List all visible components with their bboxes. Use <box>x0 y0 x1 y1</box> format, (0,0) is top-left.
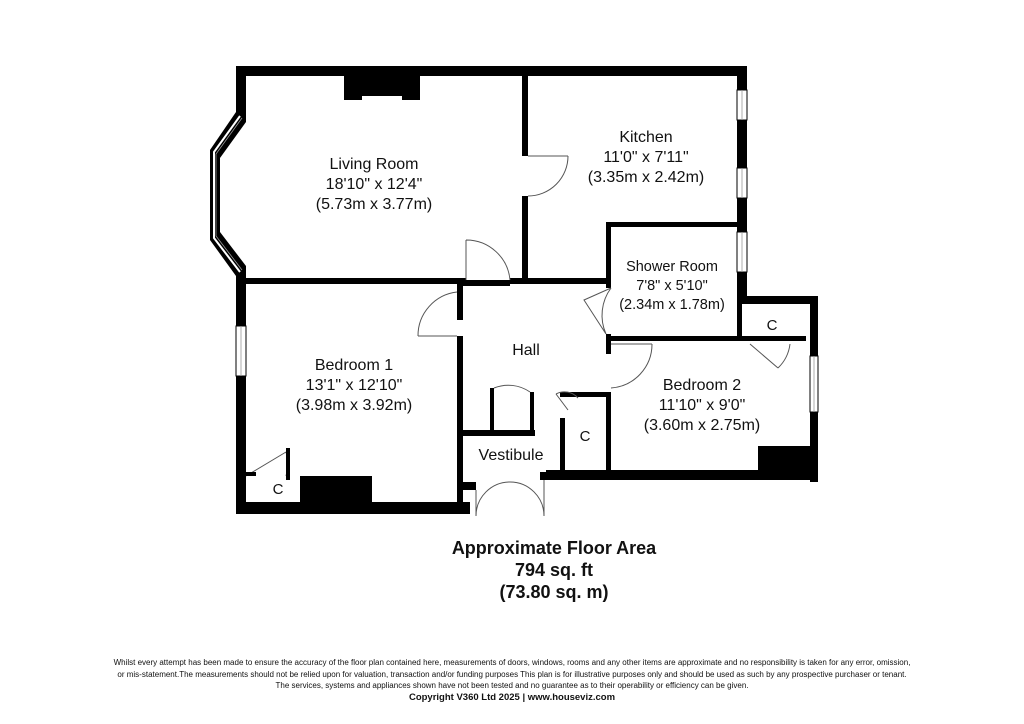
living-room-metric: (5.73m x 3.77m) <box>316 196 432 213</box>
closet-walls <box>246 448 290 480</box>
disclaimer-line-2: or mis-statement.The measurements should… <box>117 669 907 679</box>
disclaimer-line-1: Whilst every attempt has been made to en… <box>113 658 911 667</box>
bedroom-1-name: Bedroom 1 <box>315 357 393 374</box>
hall-name: Hall <box>512 342 540 359</box>
kitchen-name: Kitchen <box>619 129 672 146</box>
disclaimer: Whilst every attempt has been made to en… <box>40 657 984 692</box>
kitchen-imperial: 11'0" x 7'11" <box>603 149 688 166</box>
shower-room-name: Shower Room <box>626 259 718 275</box>
floor-area-sq-ft: 794 sq. ft <box>514 560 594 580</box>
bay-window <box>210 112 246 276</box>
floor-area-title: Approximate Floor Area <box>451 538 657 558</box>
walls <box>236 66 818 514</box>
bedroom-1-metric: (3.98m x 3.92m) <box>296 397 412 414</box>
room-labels: Living Room 18'10" x 12'4" (5.73m x 3.77… <box>273 129 778 498</box>
closet-bedroom-2: C <box>767 317 778 334</box>
bedroom-1-imperial: 13'1" x 12'10" <box>306 377 403 394</box>
copyright: Copyright V360 Ltd 2025 | www.houseviz.c… <box>408 692 616 703</box>
closet-bedroom-1: C <box>273 481 284 498</box>
shower-room-metric: (2.34m x 1.78m) <box>619 297 725 313</box>
shower-room-imperial: 7'8" x 5'10" <box>636 278 707 294</box>
closet-hall: C <box>580 428 591 445</box>
chimney-blocks <box>300 76 810 506</box>
bedroom-2-metric: (3.60m x 2.75m) <box>644 417 760 434</box>
vestibule-name: Vestibule <box>479 447 544 464</box>
window-panes <box>240 90 815 412</box>
living-room-name: Living Room <box>330 156 419 173</box>
living-room-imperial: 18'10" x 12'4" <box>326 176 423 193</box>
floor-area-summary: Approximate Floor Area 794 sq. ft (73.80… <box>354 537 754 603</box>
floor-area-sq-m: (73.80 sq. m) <box>499 582 609 602</box>
kitchen-metric: (3.35m x 2.42m) <box>588 169 704 186</box>
bedroom-2-imperial: 11'10" x 9'0" <box>659 397 746 414</box>
disclaimer-line-3: The services, systems and appliances sho… <box>275 681 749 690</box>
fireplace-hearth <box>362 96 402 100</box>
bedroom-2-name: Bedroom 2 <box>663 377 741 394</box>
